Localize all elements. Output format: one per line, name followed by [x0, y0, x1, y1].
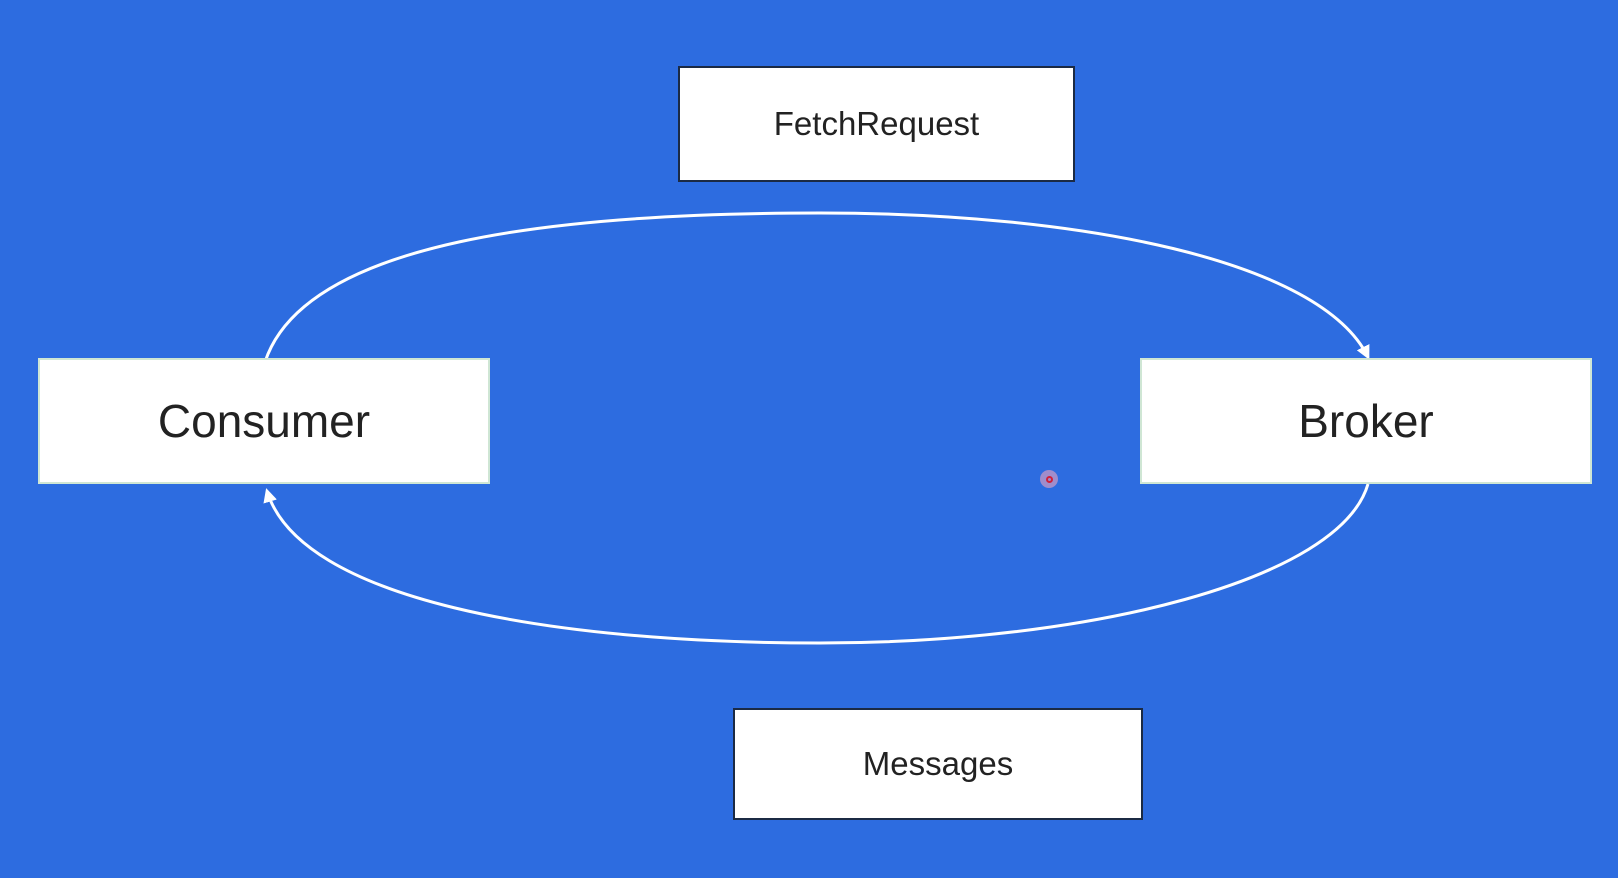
messages-label-box: Messages — [733, 708, 1143, 820]
fetch-request-label: FetchRequest — [773, 105, 980, 142]
broker-label: Broker — [1298, 395, 1434, 447]
fetch-request-label-box: FetchRequest — [678, 66, 1075, 182]
messages-label: Messages — [862, 745, 1014, 782]
consumer-node: Consumer — [38, 358, 490, 484]
pointer-indicator-icon — [1040, 470, 1058, 488]
consumer-label: Consumer — [157, 395, 371, 447]
response-arrow — [263, 483, 1370, 645]
broker-node: Broker — [1140, 358, 1592, 484]
request-arrow — [263, 211, 1370, 363]
